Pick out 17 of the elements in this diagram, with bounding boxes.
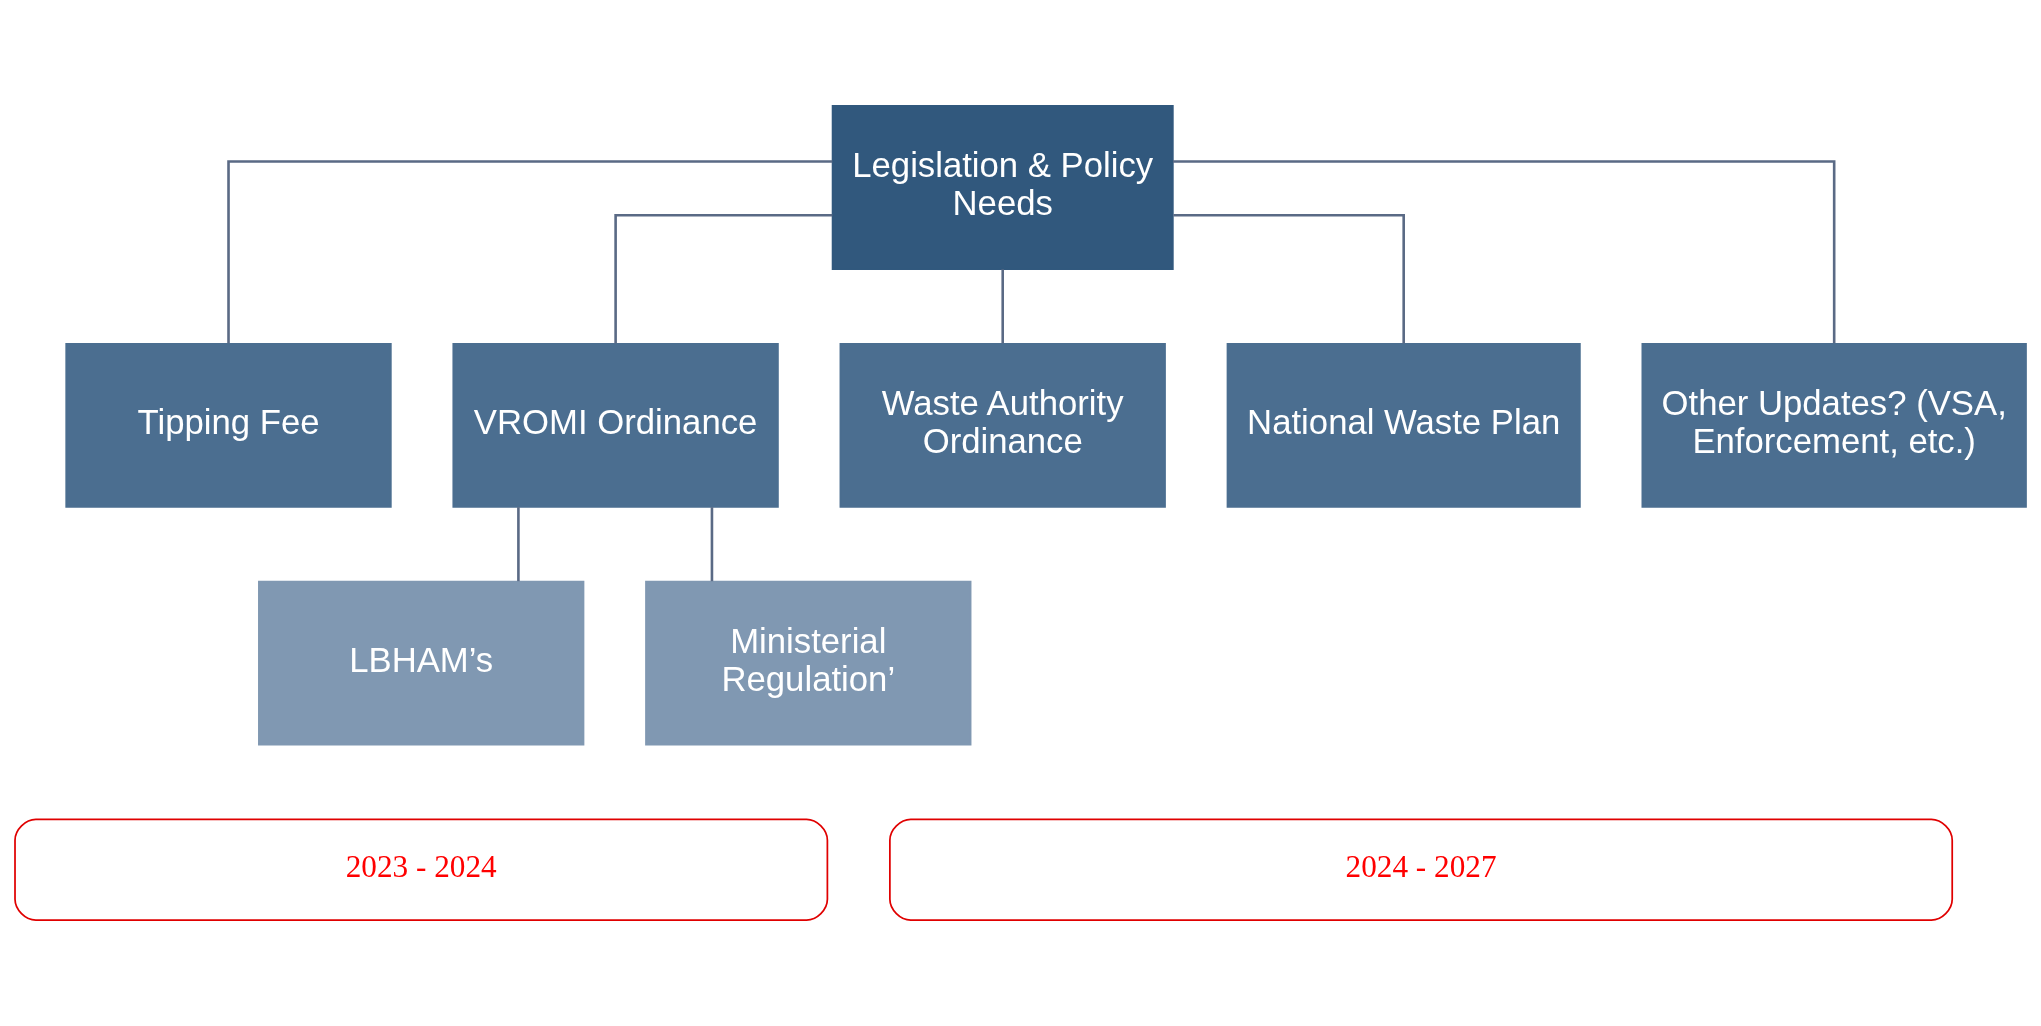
node-box: 2024 - 2027: [889, 818, 1954, 921]
connector: [517, 507, 520, 582]
connector: [1173, 214, 1405, 344]
connector: [614, 214, 833, 344]
node-box: National Waste Plan: [1226, 342, 1581, 508]
node-box: Other Updates? (VSA, Enforcement, etc.): [1641, 342, 2027, 508]
node-box: VROMI Ordinance: [452, 342, 779, 508]
connector: [227, 160, 833, 344]
connector: [1001, 269, 1004, 344]
node-box: 2023 - 2024: [14, 818, 829, 921]
node-box: Legislation & Policy Needs: [831, 105, 1174, 270]
node-box: LBHAM’s: [258, 580, 585, 746]
connector: [710, 507, 714, 582]
node-box: Tipping Fee: [65, 342, 392, 508]
node-box: Waste Authority Ordinance: [839, 342, 1166, 508]
connector: [1173, 160, 1836, 344]
node-box: Ministerial Regulation’: [645, 580, 972, 746]
